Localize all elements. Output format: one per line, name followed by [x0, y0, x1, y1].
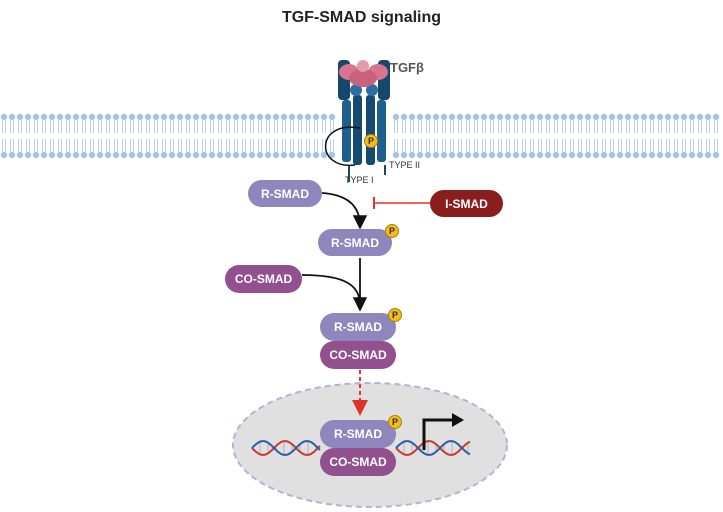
- tgfb-ligand-icon: [339, 60, 388, 87]
- type-i-label: TYPE I: [345, 175, 374, 185]
- receptor-phospho-badge: P: [364, 134, 378, 148]
- phospho-badge-2: P: [388, 308, 402, 322]
- transcription-start-arrow: [422, 418, 455, 450]
- complex-formation-arrow: [301, 274, 361, 306]
- activation-arrow: [321, 192, 368, 230]
- type-ii-label: TYPE II: [389, 160, 421, 170]
- complex-co-smad: CO-SMAD: [320, 341, 396, 369]
- dna-helix: [251, 440, 471, 456]
- i-smad: I-SMAD: [430, 190, 503, 217]
- phospho-badge-1: P: [385, 224, 399, 238]
- phospho-badge-3: P: [388, 415, 402, 429]
- complex-r-smad: R-SMAD: [320, 313, 396, 341]
- r-smad-inactive: R-SMAD: [248, 180, 322, 207]
- diagram-title: TGF-SMAD signaling: [281, 9, 442, 26]
- tgfb-label: TGFβ: [390, 60, 424, 75]
- co-smad-free: CO-SMAD: [225, 265, 302, 293]
- nuclear-r-smad: R-SMAD: [320, 420, 396, 448]
- nuclear-co-smad: CO-SMAD: [320, 448, 396, 476]
- cell-membrane: [0, 113, 720, 159]
- r-smad-phosphorylated: R-SMAD: [318, 229, 392, 256]
